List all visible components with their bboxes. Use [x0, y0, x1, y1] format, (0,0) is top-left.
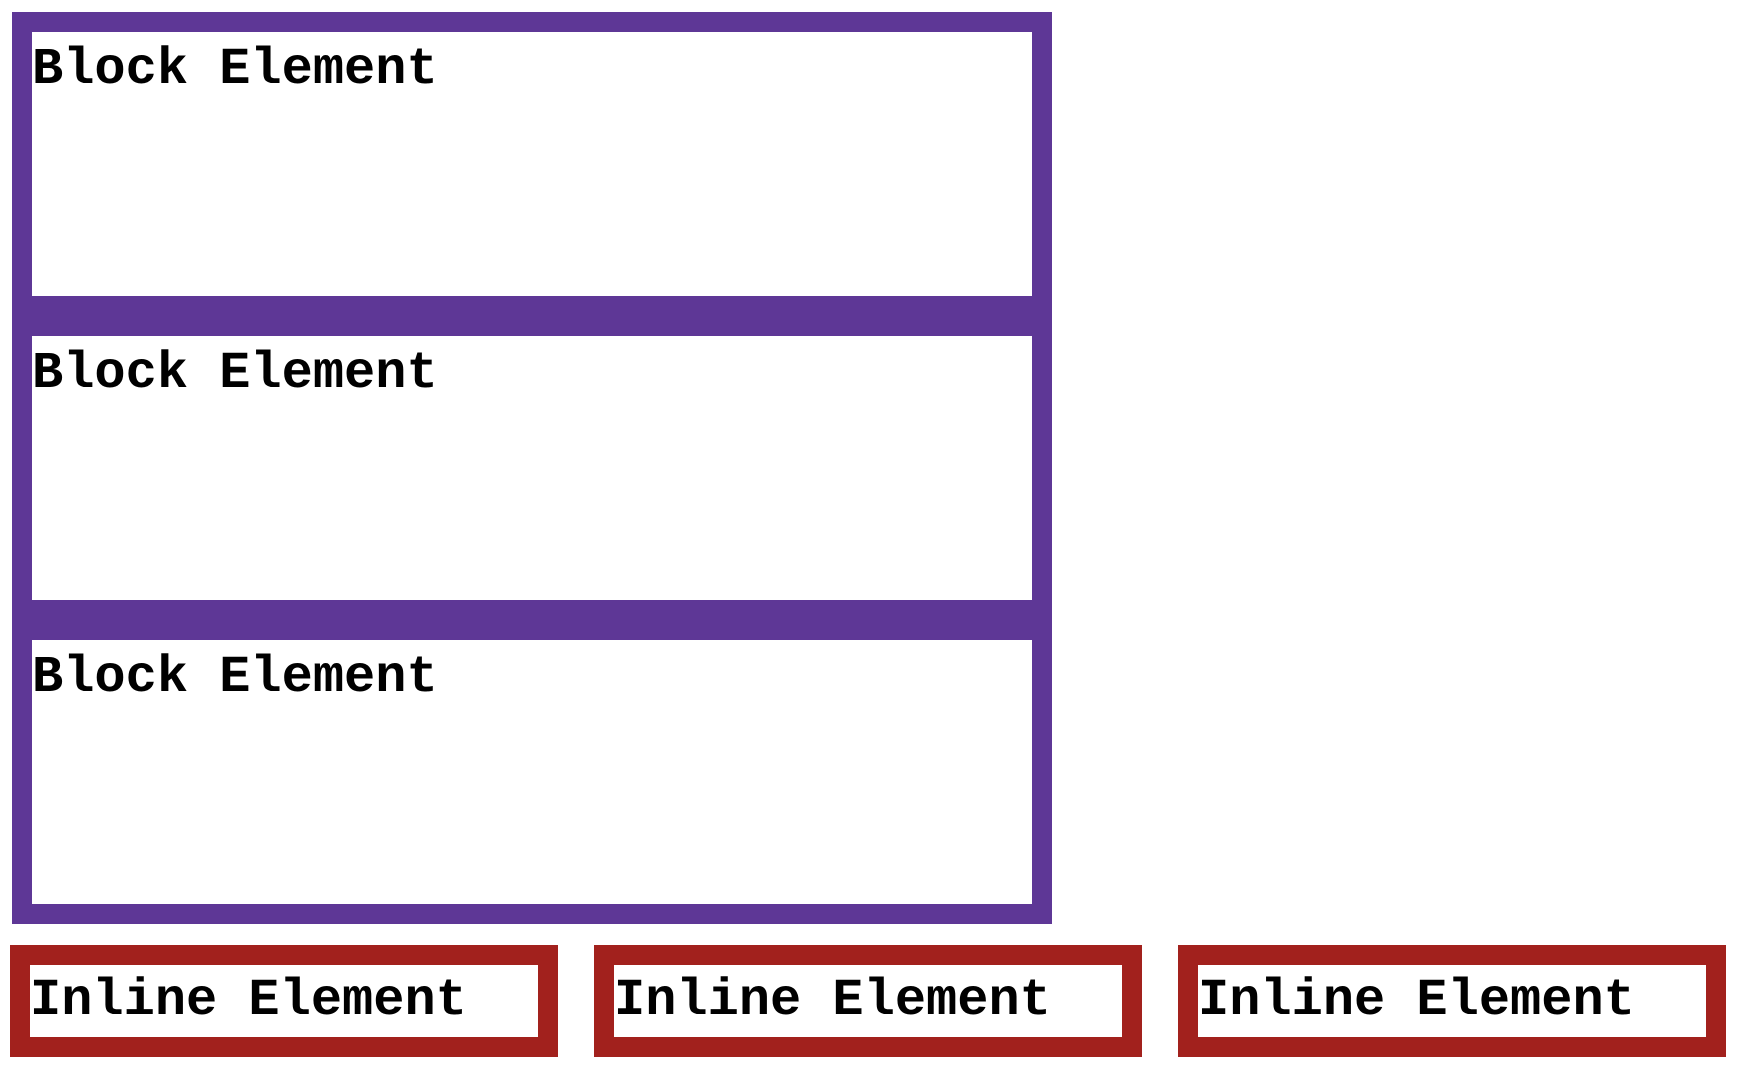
block-element-label: Block Element	[32, 648, 438, 707]
block-element-2: Block Element	[12, 316, 1052, 620]
inline-element-2: Inline Element	[594, 945, 1142, 1057]
block-element-3: Block Element	[12, 620, 1052, 924]
block-element-label: Block Element	[32, 40, 438, 99]
inline-element-label: Inline Element	[1198, 971, 1635, 1030]
inline-element-label: Inline Element	[30, 971, 467, 1030]
block-element-label: Block Element	[32, 344, 438, 403]
inline-element-3: Inline Element	[1178, 945, 1726, 1057]
inline-element-label: Inline Element	[614, 971, 1051, 1030]
block-element-1: Block Element	[12, 12, 1052, 316]
inline-element-1: Inline Element	[10, 945, 558, 1057]
